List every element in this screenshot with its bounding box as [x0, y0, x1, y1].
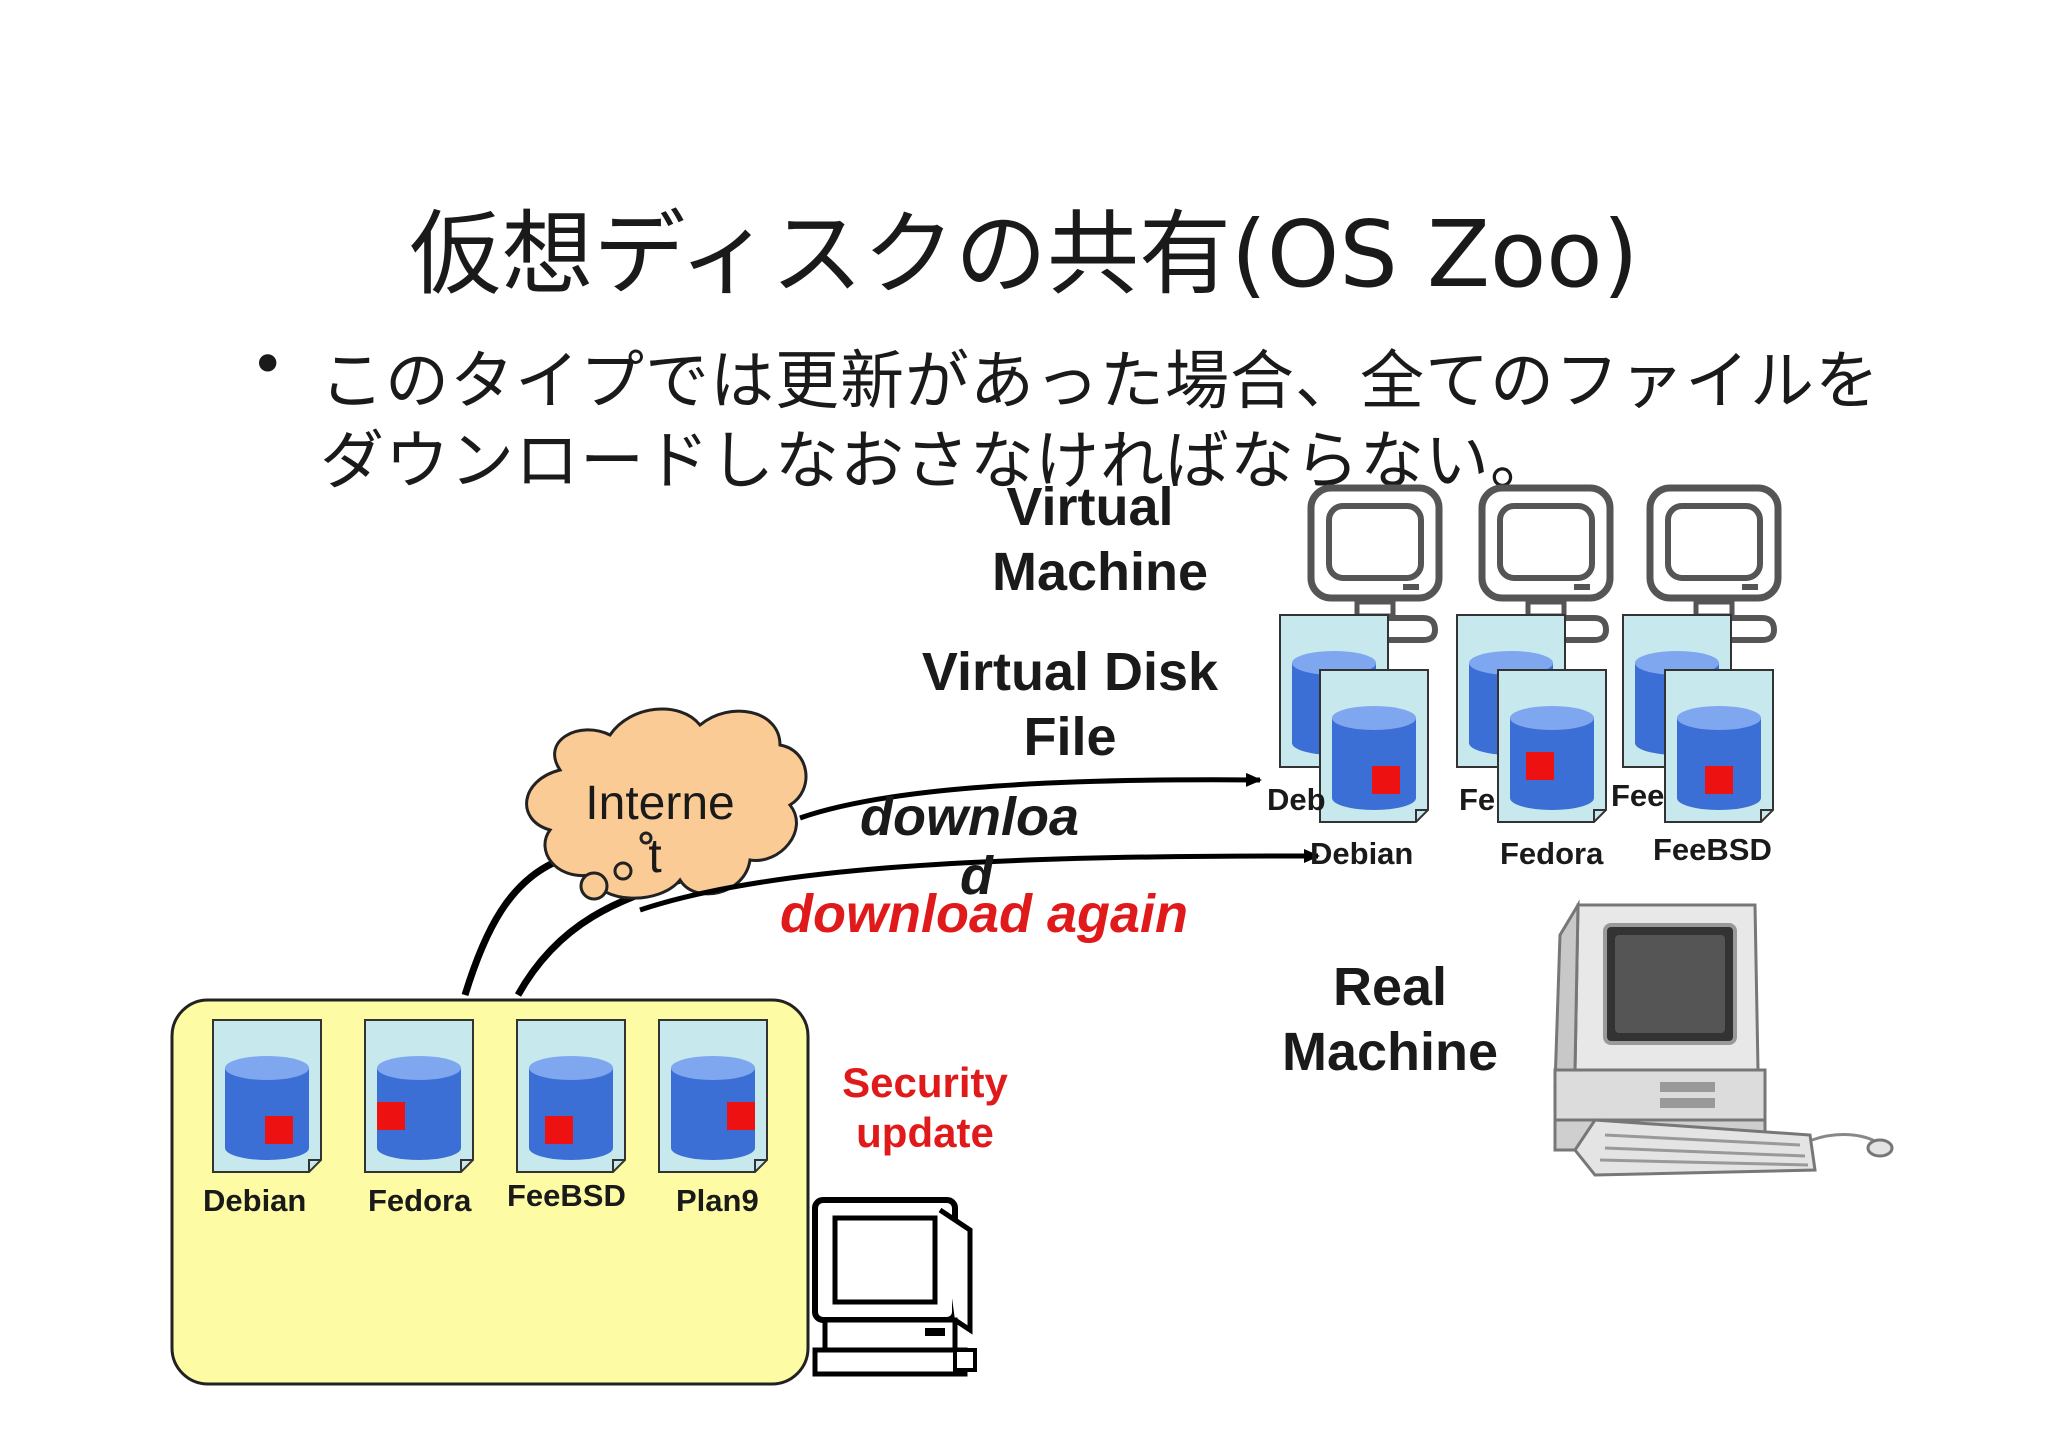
- virtual-machine-label-line1: Virtual: [1006, 477, 1174, 537]
- server-disk-plan9: [658, 1019, 768, 1173]
- download-again-label: download again: [780, 884, 1189, 944]
- server-disk-label-debian: Debian: [203, 1183, 307, 1218]
- virtual-disk-file-label: Virtual Disk File: [880, 640, 1260, 770]
- internet-label-line1: Interne: [585, 777, 735, 830]
- internet-cloud: [525, 707, 808, 901]
- slide-title: 仮想ディスクの共有(OS Zoo): [409, 201, 1639, 308]
- download-label-line2: d: [960, 845, 993, 906]
- internet-label: Interne t: [560, 777, 760, 884]
- security-update-label-line2: update: [856, 1109, 994, 1157]
- real-machine-label-line2: Machine: [1281, 1021, 1499, 1082]
- link-line-1: [461, 856, 562, 997]
- server-disk-label-plan9: Plan9: [676, 1183, 759, 1218]
- bullet-text-line1: このタイプでは更新があった場合、全てのファイルを: [320, 345, 1880, 419]
- vm-back-disk-label-3: Fee: [1611, 778, 1665, 813]
- real-machine-computer: [1553, 899, 1894, 1177]
- vm-front-disk-fedora: [1497, 669, 1607, 823]
- virtual-disk-file-label-line2: File: [1023, 706, 1117, 767]
- server-disk-label-fedora: Fedora: [368, 1183, 472, 1218]
- server-disk-feebsd: [516, 1019, 626, 1173]
- vm-back-disk-label-2: Fe: [1459, 782, 1496, 817]
- real-machine-label-line1: Real: [1332, 957, 1448, 1017]
- vm-front-disk-label-fedora: Fedora: [1500, 836, 1604, 871]
- security-update-label: Security update: [825, 1058, 1025, 1159]
- vm-front-disk-debian: [1319, 669, 1429, 823]
- internet-label-line2: t: [648, 829, 662, 883]
- vm-front-disk-feebsd: [1664, 669, 1774, 823]
- bullet-marker: •: [250, 330, 286, 400]
- server-box: [170, 998, 810, 1386]
- server-disk-fedora: [364, 1019, 474, 1173]
- virtual-machine-label-line2: Machine: [991, 541, 1209, 602]
- security-update-label-line1: Security: [842, 1059, 1008, 1106]
- download-arrow: [799, 772, 1262, 821]
- download-label: downloa d: [860, 785, 1100, 909]
- vm-front-disk-label-feebsd: FeeBSD: [1653, 832, 1772, 867]
- server-disk-debian: [212, 1019, 322, 1173]
- virtual-disk-file-label-line1: Virtual Disk: [921, 642, 1219, 702]
- real-machine-label: Real Machine: [1240, 955, 1540, 1085]
- download-again-arrow: [639, 848, 1320, 913]
- server-disk-label-feebsd: FeeBSD: [507, 1178, 626, 1213]
- virtual-machine-label: Virtual Machine: [940, 475, 1240, 605]
- vm-back-disk-label-1: Deb: [1267, 782, 1326, 817]
- security-update-computer: [812, 1197, 977, 1377]
- vm-front-disk-label-debian: Debian: [1310, 836, 1414, 871]
- download-label-line1: downloa: [860, 787, 1079, 847]
